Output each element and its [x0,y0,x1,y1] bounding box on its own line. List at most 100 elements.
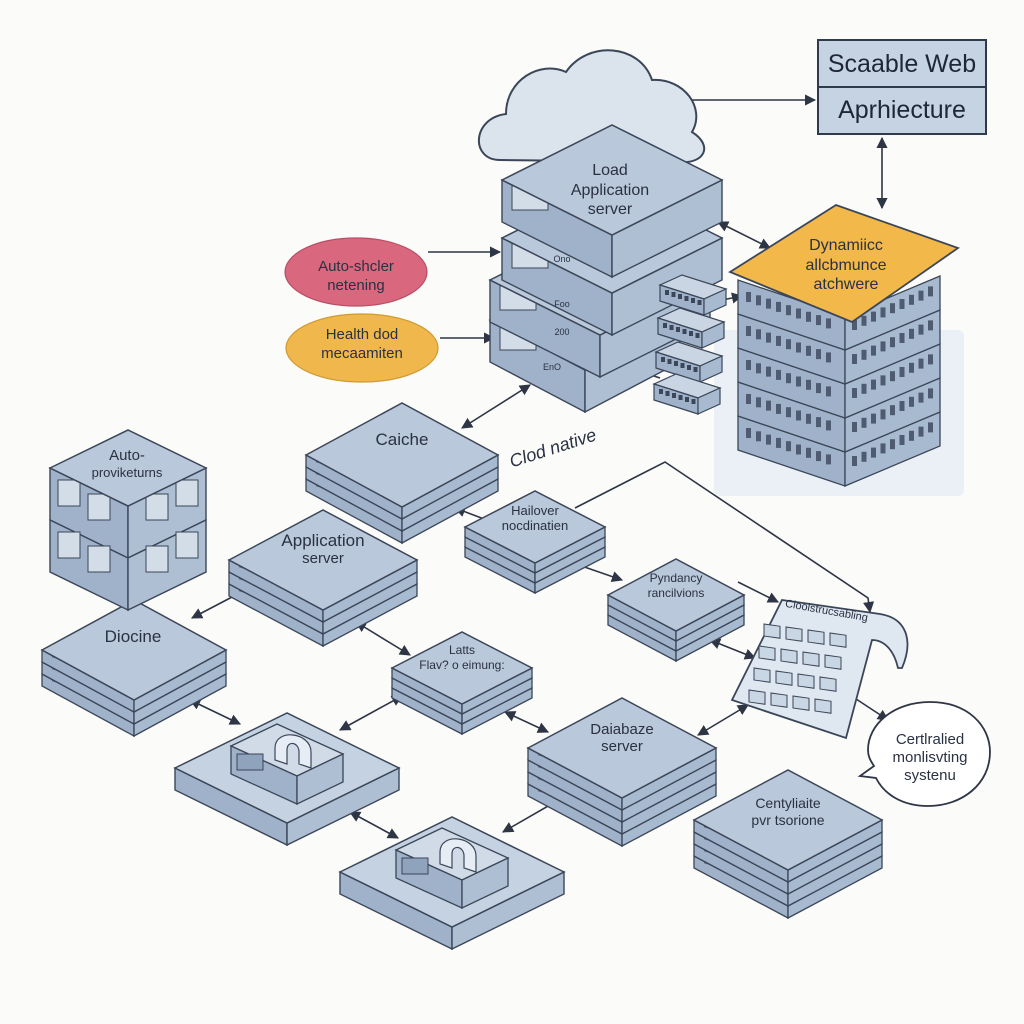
switch-port [684,296,689,301]
auto-prov-line-1: Auto- [109,447,145,464]
dynamic-vent [861,383,867,394]
load-tag-3: 200 [554,327,569,337]
dynamic-vent [816,315,821,326]
dynamic-vent [746,292,751,302]
load-tag-1: Ono [553,254,570,264]
device-port [401,857,429,875]
dynamic-vent [899,435,905,445]
load-application-server: Load Application server Ono Foo 200 EnO [488,124,724,414]
monitor-line-2: monlisvting [892,749,967,766]
database-stack-top [526,697,718,799]
arrow-app-lasts [355,621,411,656]
dynamic-vent [852,354,857,364]
arrow-app-diocline [191,595,235,619]
dynamic-vent [899,299,905,309]
switch-port [691,399,696,404]
dynamic-vent [928,354,933,365]
load-line-1: Load [592,162,628,179]
auto-prov-bay [175,531,199,559]
load-tag-2: Foo [554,299,570,309]
network-switches [652,274,728,415]
switch-port [665,391,670,396]
dynamic-vent [899,333,905,343]
arrow-load-dynamic [716,221,772,249]
failover-stack [463,490,607,595]
dynamic-vent [890,337,895,348]
auto-prov-line-2: proviketurns [92,465,163,480]
monitor-line-1: Certlralied [896,731,964,748]
dynamic-vent [786,441,791,452]
cloud-icon [477,49,705,164]
dynamic-vent [909,328,914,339]
diocline-stack-top [40,599,228,701]
switch-side [703,288,727,316]
dynamic-vent [766,332,771,343]
dynamic-vent [852,320,857,330]
doc-cell [753,667,771,683]
dynamic-vent [928,286,933,297]
dynamic-vent [909,362,914,373]
dynamic-vent [806,447,811,458]
dynamic-vent [766,434,771,445]
auto-scaler-line-1: Auto-shcler [318,258,394,275]
dynamic-vent [796,444,801,455]
dynamic-vent [776,301,781,312]
dynamic-vent [890,405,895,416]
storage-devices [173,712,566,951]
dynamic-vent [861,349,867,360]
dynamic-vent [786,407,791,418]
arrow-redundancy-doc-2 [708,638,757,660]
dynamic-vent [918,392,924,403]
title-line-2: Aprhiecture [838,96,966,124]
dynamic-vent [756,295,761,306]
dynamic-vent [746,428,751,438]
doc-cell [814,698,832,714]
dynamic-vent [918,290,924,301]
dynamic-vent [786,339,791,350]
switch-port [661,357,665,362]
lasts-line-1: Latts [449,643,475,657]
dynamic-vent [861,315,867,326]
dynamic-vent [899,367,905,377]
redundancy-stack-top [606,558,746,632]
switch-port [672,393,676,398]
cloud-native-label: Clod native [507,425,599,472]
health-line-2: mecaamiten [321,345,403,362]
dynamic-vent [871,345,876,356]
cache-stack [304,402,500,545]
auto-prov-bay [57,479,81,507]
load-tier-top [500,124,724,236]
device-port [236,753,264,771]
dynamic-vent [826,454,831,465]
dynamic-vent [928,320,933,331]
doc-cell [763,623,781,639]
dynamic-vent [918,324,924,335]
dynamic-vent [890,371,895,382]
dynamic-vent [928,422,933,433]
dynamic-vent [890,439,895,450]
dynamic-vent [746,394,751,404]
doc-cell [819,676,837,692]
lasts-stack [390,631,534,736]
dynamic-vent [880,375,886,386]
doc-cell [780,648,798,664]
doc-cell [802,651,820,667]
dynamic-vent [756,397,761,408]
dynamic-vent [880,341,886,352]
dynamic-vent [796,308,801,319]
dynamic-vent [871,311,876,322]
database-stack [526,697,718,848]
switch-port [689,331,693,336]
switch-port [678,395,683,400]
arrow-device-device [349,811,399,839]
load-line-3: server [588,201,633,218]
database-line-1: Daiabaze [590,721,653,738]
arrow-lasts-device [339,695,403,731]
doc-cell [824,654,842,670]
switch-port [669,325,674,330]
dynamic-vent [746,326,751,336]
load-line-2: Application [571,182,649,199]
dynamic-vent [852,456,857,466]
server-stacks [40,402,884,920]
dynamic-vent [826,352,831,363]
